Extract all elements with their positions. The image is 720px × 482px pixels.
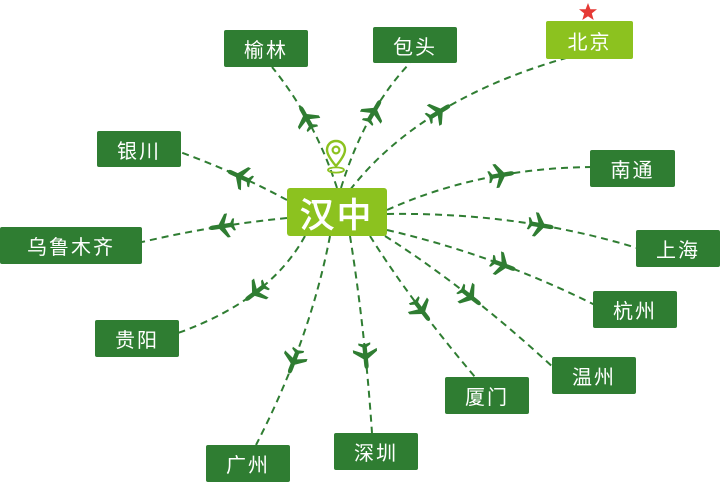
route-line-baotou (340, 62, 411, 189)
route-line-urumqi (141, 217, 288, 243)
city-label: 上海 (656, 238, 700, 262)
airplane-icon (207, 212, 237, 241)
city-box-guangzhou: 广州 (206, 445, 290, 482)
city-label: 贵阳 (115, 328, 159, 352)
airplane-icon (289, 100, 324, 136)
route-line-hangzhou (386, 229, 596, 306)
city-box-nantong: 南通 (590, 150, 675, 187)
airplane-icon (238, 274, 274, 310)
city-box-hangzhou: 杭州 (593, 291, 677, 328)
route-line-nantong (386, 166, 593, 211)
airplane-icon (421, 94, 457, 130)
city-label: 榆林 (244, 38, 288, 62)
city-label: 广州 (226, 453, 270, 477)
city-box-baotou: 包头 (373, 27, 457, 63)
city-label: 深圳 (354, 441, 398, 465)
route-line-xiamen (369, 235, 476, 378)
city-label: 杭州 (613, 299, 657, 323)
city-box-guiyang: 贵阳 (95, 320, 179, 357)
airplane-icon (452, 278, 488, 314)
route-line-beijing (349, 57, 567, 191)
city-label: 南通 (610, 158, 655, 182)
airplane-icon (525, 211, 556, 240)
route-line-guangzhou (255, 235, 331, 446)
city-box-beijing: 北京 (546, 21, 633, 59)
hub-box: 汉中 (287, 188, 387, 236)
airplane-icon (486, 249, 520, 281)
city-box-shanghai: 上海 (636, 230, 720, 267)
city-box-shenzhen: 深圳 (334, 433, 418, 470)
airplane-icon (404, 292, 440, 328)
city-box-yulin: 榆林 (224, 30, 308, 67)
star-icon (578, 2, 598, 22)
airplane-icon (352, 341, 379, 371)
city-box-yinchuan: 银川 (97, 131, 181, 167)
route-line-guiyang (177, 235, 306, 334)
airplane-icon (277, 344, 310, 378)
city-box-wenzhou: 温州 (552, 357, 636, 394)
airplane-icon (486, 161, 517, 190)
route-line-shenzhen (349, 235, 373, 434)
airplane-icon (222, 160, 257, 193)
airplane-icon (356, 94, 391, 130)
city-box-urumqi: 乌鲁木齐 (0, 227, 142, 264)
city-label: 北京 (567, 29, 612, 54)
city-label: 温州 (572, 365, 616, 389)
city-label: 厦门 (465, 385, 509, 409)
city-label: 包头 (393, 34, 437, 59)
city-label: 乌鲁木齐 (27, 235, 115, 259)
route-line-shanghai (386, 212, 638, 249)
location-pin-icon (324, 139, 348, 175)
route-line-wenzhou (384, 235, 557, 371)
city-box-xiamen: 厦门 (445, 377, 529, 414)
route-line-yinchuan (179, 151, 288, 201)
hub-label: 汉中 (300, 195, 374, 236)
city-label: 银川 (117, 138, 161, 163)
